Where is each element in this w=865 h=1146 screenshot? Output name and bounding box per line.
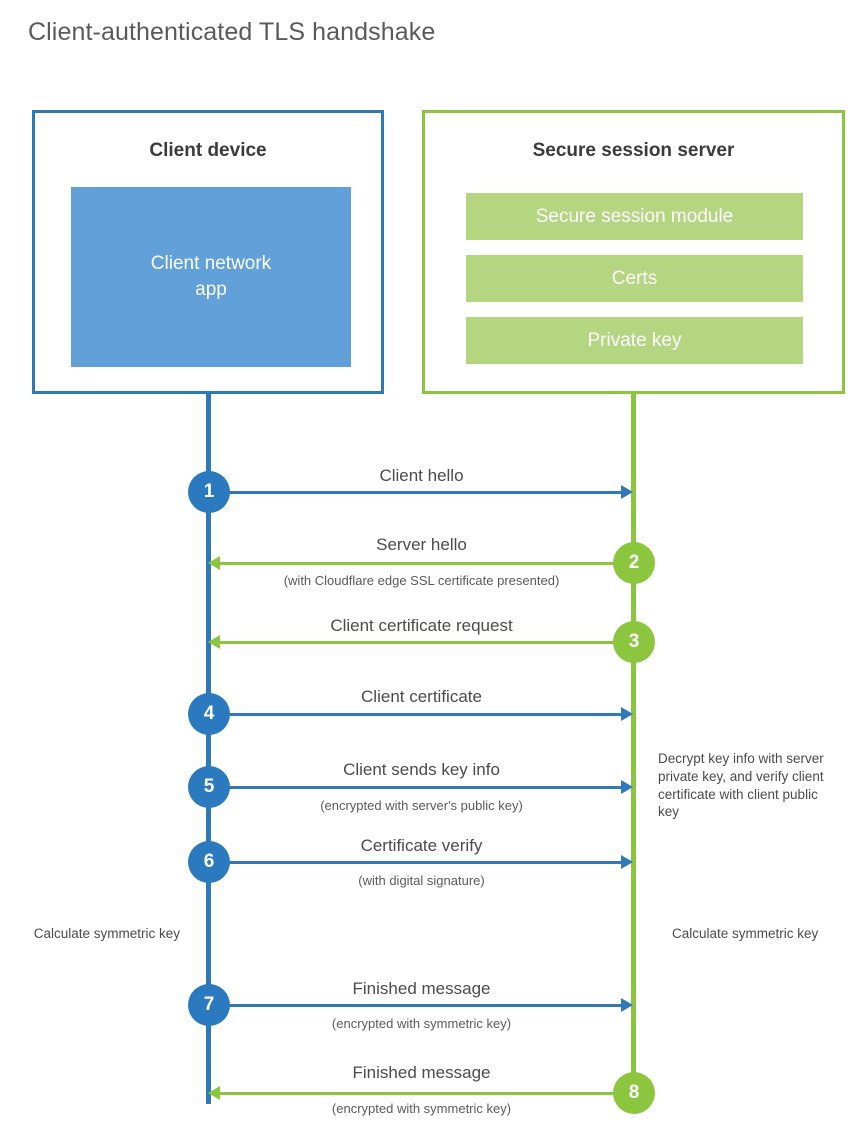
step-8-circle[interactable]: 8 <box>613 1072 655 1114</box>
step-6-label: Certificate verify <box>360 836 483 855</box>
client-device-box: Client device Client network app <box>32 110 384 394</box>
client-calculate-symmetric-key-annotation: Calculate symmetric key <box>33 926 180 941</box>
step-2-arrow-head <box>208 556 220 570</box>
server-decrypt-annotation: Decrypt key info with server private key… <box>658 751 824 820</box>
server-lifeline <box>631 394 636 1094</box>
secure-session-server-box: Secure session server Secure session mod… <box>422 110 845 394</box>
client-app-label-line2: app <box>195 279 227 300</box>
step-7-circle[interactable]: 7 <box>188 984 230 1026</box>
server-calculate-symmetric-key-annotation: Calculate symmetric key <box>672 926 819 941</box>
step-3-circle[interactable]: 3 <box>613 621 655 663</box>
step-7-arrow-line <box>209 1004 621 1007</box>
step-3-number: 3 <box>628 631 640 652</box>
step-8-label: Finished message <box>352 1063 491 1082</box>
step-8-arrow-head <box>208 1086 220 1100</box>
server-component-label: Private key <box>587 329 682 351</box>
step-2-sublabel: (with Cloudflare edge SSL certificate pr… <box>283 573 560 588</box>
step-5-label: Client sends key info <box>343 760 500 779</box>
step-3-arrow-head <box>208 635 220 649</box>
step-5-circle[interactable]: 5 <box>188 766 230 808</box>
step-6-number: 6 <box>203 851 215 872</box>
step-5-number: 5 <box>203 776 215 797</box>
step-8-number: 8 <box>628 1082 640 1103</box>
server-component-label: Certs <box>611 267 658 289</box>
secure-session-server-title: Secure session server <box>532 140 735 161</box>
client-lifeline <box>206 394 211 1104</box>
step-4-number: 4 <box>203 703 215 724</box>
page-title: Client-authenticated TLS handshake <box>28 18 436 46</box>
step-2-circle[interactable]: 2 <box>613 542 655 584</box>
step-6-circle[interactable]: 6 <box>188 841 230 883</box>
step-3-arrow-line <box>220 641 632 644</box>
step-1-number: 1 <box>203 481 215 502</box>
step-7-arrow-head <box>621 998 633 1012</box>
step-6-sublabel: (with digital signature) <box>358 873 485 888</box>
step-1-label: Client hello <box>379 466 464 485</box>
step-5-arrow-head <box>621 780 633 794</box>
step-6-arrow-line <box>209 861 621 864</box>
step-8-sublabel: (encrypted with symmetric key) <box>331 1101 512 1116</box>
step-5-sublabel: (encrypted with server's public key) <box>320 798 523 813</box>
step-5-arrow-line <box>209 786 621 789</box>
client-device-title: Client device <box>149 140 267 161</box>
step-8-arrow-line <box>220 1092 632 1095</box>
step-2-label: Server hello <box>376 535 467 554</box>
client-app-label-line1: Client network <box>150 253 272 275</box>
step-4-label: Client certificate <box>361 687 482 706</box>
step-7-label: Finished message <box>352 979 491 998</box>
client-network-app-label: Client network app <box>151 251 271 302</box>
step-1-arrow-head <box>621 485 633 499</box>
step-6-arrow-head <box>621 855 633 869</box>
server-component-private-key: Private key <box>466 317 803 364</box>
step-7-sublabel: (encrypted with symmetric key) <box>331 1016 512 1031</box>
step-4-arrow-head <box>621 707 633 721</box>
step-2-arrow-line <box>220 562 632 565</box>
step-1-circle[interactable]: 1 <box>188 471 230 513</box>
client-network-app-block: Client network app <box>71 187 351 367</box>
step-4-circle[interactable]: 4 <box>188 693 230 735</box>
step-2-number: 2 <box>628 552 640 573</box>
server-component-certs: Certs <box>466 255 803 302</box>
step-3-label: Client certificate request <box>330 616 513 635</box>
server-component-label: Secure session module <box>535 205 734 227</box>
step-4-arrow-line <box>209 713 621 716</box>
step-7-number: 7 <box>203 994 215 1015</box>
server-component-secure-session-module: Secure session module <box>466 193 803 240</box>
step-1-arrow-line <box>209 491 621 494</box>
